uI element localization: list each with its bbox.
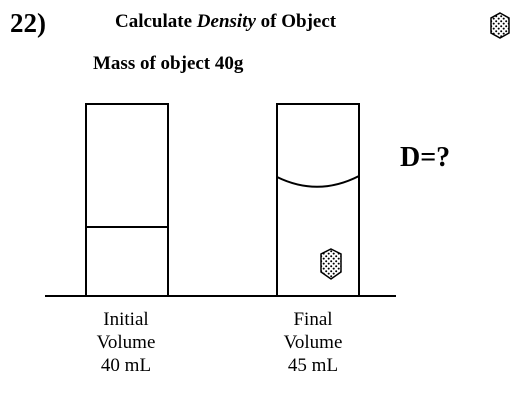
final-caption-line3: 45 mL: [287, 355, 339, 376]
title-emphasis: Density: [196, 11, 256, 32]
object-icon-submerged: [320, 248, 342, 280]
final-water-meniscus: [276, 175, 360, 188]
question-number: 22): [10, 8, 46, 38]
final-cylinder: [276, 103, 360, 297]
initial-caption-line1: Initial: [103, 309, 149, 330]
initial-cylinder: [85, 103, 169, 297]
object-icon-header: [490, 12, 510, 39]
final-volume-caption: Final Volume 45 mL: [253, 308, 373, 377]
title-prefix: Calculate: [115, 11, 193, 32]
mass-label: Mass of object 40g: [93, 53, 244, 74]
density-unknown: D=?: [400, 142, 451, 173]
final-cylinder-outline: [276, 103, 360, 297]
final-caption-line2: Volume: [283, 332, 343, 353]
final-caption-line1: Final: [293, 309, 333, 330]
initial-caption-line3: 40 mL: [100, 355, 152, 376]
title-suffix: of Object: [260, 11, 337, 32]
initial-volume-caption: Initial Volume 40 mL: [66, 308, 186, 377]
initial-cylinder-outline: [85, 103, 169, 297]
question-title: Calculate Density of Object: [115, 11, 337, 33]
initial-caption-line2: Volume: [96, 332, 156, 353]
